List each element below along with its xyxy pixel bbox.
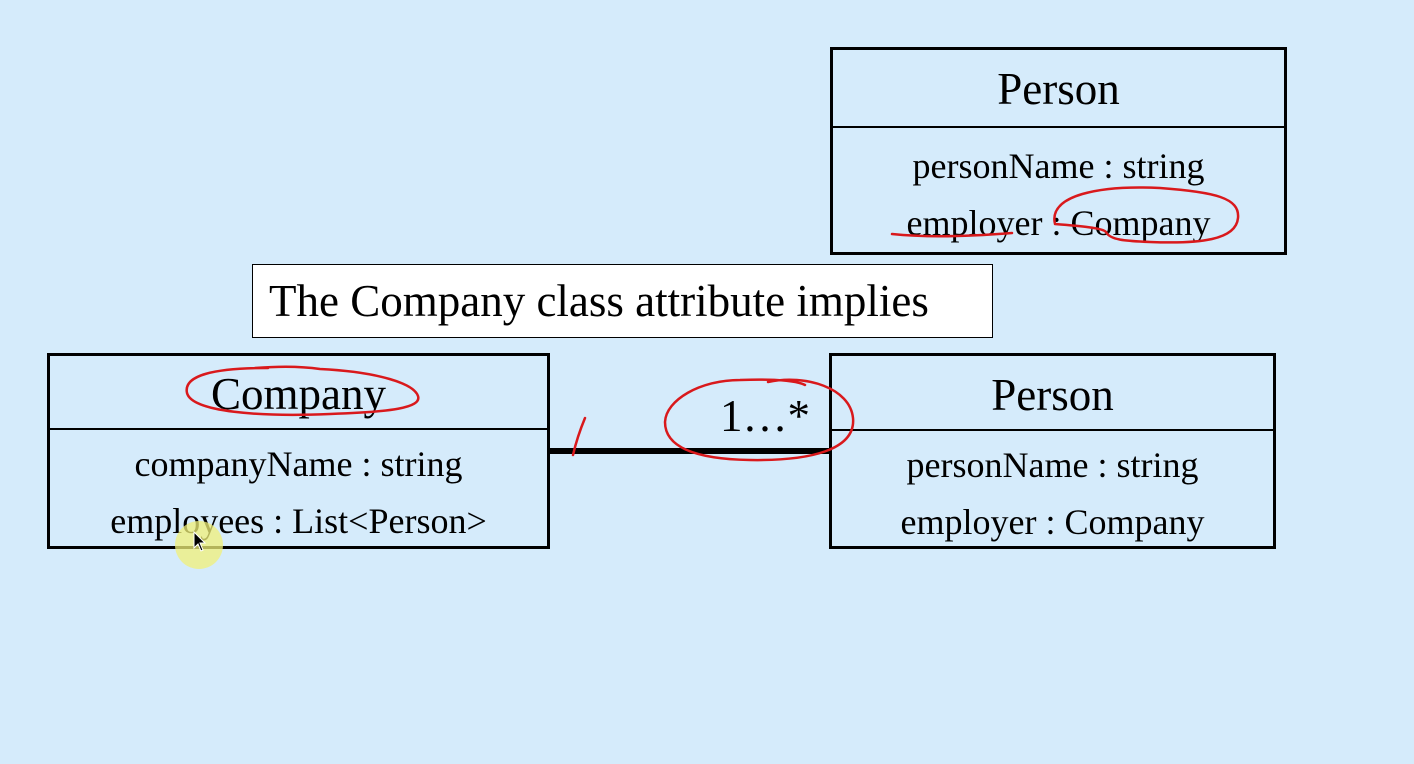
association-line: [550, 448, 830, 454]
attribute-employees: employees : List<Person>: [110, 501, 487, 541]
class-name-company: Company: [50, 356, 547, 430]
class-name-person-bottom: Person: [832, 356, 1273, 431]
attribute-companyname: companyName : string: [134, 444, 463, 484]
attribute-employer-top: employer : Company: [906, 203, 1211, 243]
attributes-person-top: personName : string employer : Company: [833, 128, 1284, 252]
attributes-company: companyName : string employees : List<Pe…: [50, 430, 547, 550]
attributes-person-bottom: personName : string employer : Company: [832, 431, 1273, 551]
attribute-personname-bottom: personName : string: [906, 445, 1199, 485]
multiplicity-label: 1…*: [720, 391, 810, 441]
company-class-box: Company companyName : string employees :…: [47, 353, 550, 549]
class-name-person-top: Person: [833, 50, 1284, 128]
attribute-employer-bottom: employer : Company: [900, 502, 1205, 542]
person-class-box-top: Person personName : string employer : Co…: [830, 47, 1287, 255]
person-class-box-bottom: Person personName : string employer : Co…: [829, 353, 1276, 549]
mouse-pointer-icon: [193, 531, 207, 552]
attribute-personname-top: personName : string: [912, 146, 1205, 186]
caption-box: The Company class attribute implies: [252, 264, 993, 338]
